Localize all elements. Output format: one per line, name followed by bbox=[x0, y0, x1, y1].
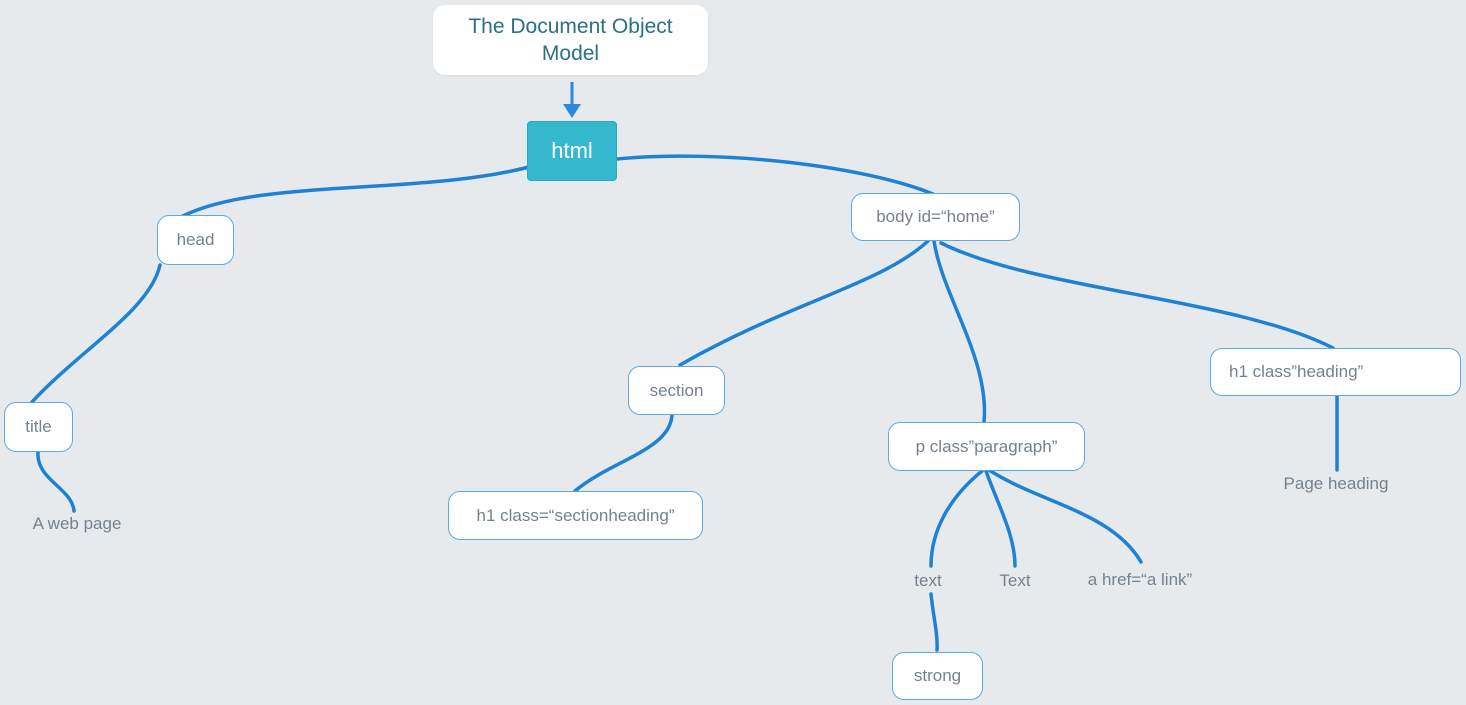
edge-p-ahref bbox=[987, 468, 1143, 564]
edge-section-h1sectionheading bbox=[573, 413, 674, 493]
edge-html-head bbox=[181, 164, 535, 218]
edge-title-awebpage bbox=[36, 450, 76, 513]
edge-p-text bbox=[929, 469, 984, 568]
node-page-heading[interactable]: Page heading bbox=[1283, 474, 1389, 493]
node-p-paragraph[interactable]: p class”paragraph” bbox=[888, 422, 1085, 471]
edge-body-section bbox=[678, 239, 930, 367]
node-body[interactable]: body id=“home” bbox=[851, 193, 1020, 241]
node-h1-heading[interactable]: h1 class”heading” bbox=[1210, 348, 1461, 396]
node-text-lower[interactable]: text bbox=[914, 571, 942, 590]
node-title[interactable]: title bbox=[4, 402, 73, 452]
node-section[interactable]: section bbox=[628, 366, 725, 415]
node-a-href[interactable]: a href=“a link” bbox=[1087, 570, 1193, 589]
node-head[interactable]: head bbox=[157, 215, 234, 265]
node-html[interactable]: html bbox=[527, 121, 617, 181]
edge-p-Text bbox=[984, 469, 1017, 568]
edge-body-h1heading bbox=[939, 241, 1335, 350]
edge-text-strong bbox=[929, 592, 939, 652]
node-text-capital[interactable]: Text bbox=[999, 571, 1031, 590]
node-a-web-page[interactable]: A web page bbox=[32, 514, 122, 533]
edge-head-title bbox=[30, 263, 162, 404]
edge-body-p bbox=[932, 239, 987, 424]
edge-html-body bbox=[615, 154, 935, 196]
arrow-down-icon bbox=[563, 104, 581, 118]
node-strong[interactable]: strong bbox=[892, 652, 983, 700]
node-h1-sectionheading[interactable]: h1 class=“sectionheading” bbox=[448, 491, 703, 540]
node-root-title[interactable]: The Document Object Model bbox=[433, 5, 708, 75]
